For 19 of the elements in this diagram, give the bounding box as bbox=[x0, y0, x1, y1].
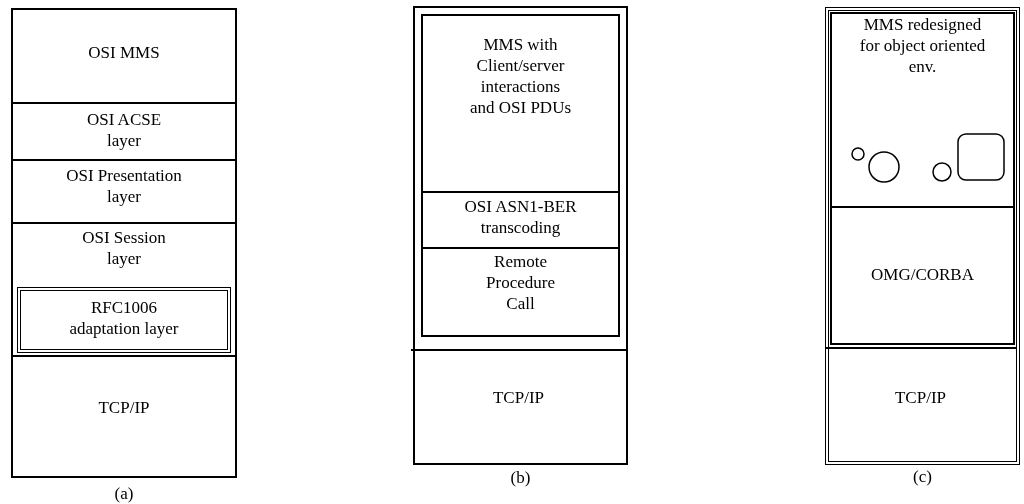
layer-label: OSI MMS bbox=[87, 42, 161, 63]
figure-caption: (b) bbox=[509, 468, 532, 487]
layer-label: TCP/IP bbox=[492, 387, 545, 408]
layer-label: TCP/IP bbox=[97, 397, 151, 418]
figure-caption: (a) bbox=[113, 484, 135, 503]
layer-label: OSI ASN1-BER transcoding bbox=[463, 196, 578, 238]
layer-label: OSI Presentation layer bbox=[65, 165, 183, 207]
protocol-layer bbox=[17, 287, 231, 353]
layer-label: RFC1006 adaptation layer bbox=[68, 297, 180, 339]
layer-group-box bbox=[421, 14, 620, 337]
layer-label: MMS redesigned for object oriented env. bbox=[858, 14, 987, 77]
layer-label: MMS with Client/server interactions and OSI PDUs bbox=[468, 34, 573, 118]
layer-label: Remote Procedure Call bbox=[485, 251, 556, 314]
layer-label: OSI Session layer bbox=[81, 227, 167, 269]
figure-caption: (c) bbox=[912, 467, 933, 486]
layer-label: OMG/CORBA bbox=[870, 264, 975, 285]
layer-group-box bbox=[830, 12, 1015, 345]
layer-label: TCP/IP bbox=[894, 387, 947, 408]
layer-label: OSI ACSE layer bbox=[85, 109, 163, 151]
